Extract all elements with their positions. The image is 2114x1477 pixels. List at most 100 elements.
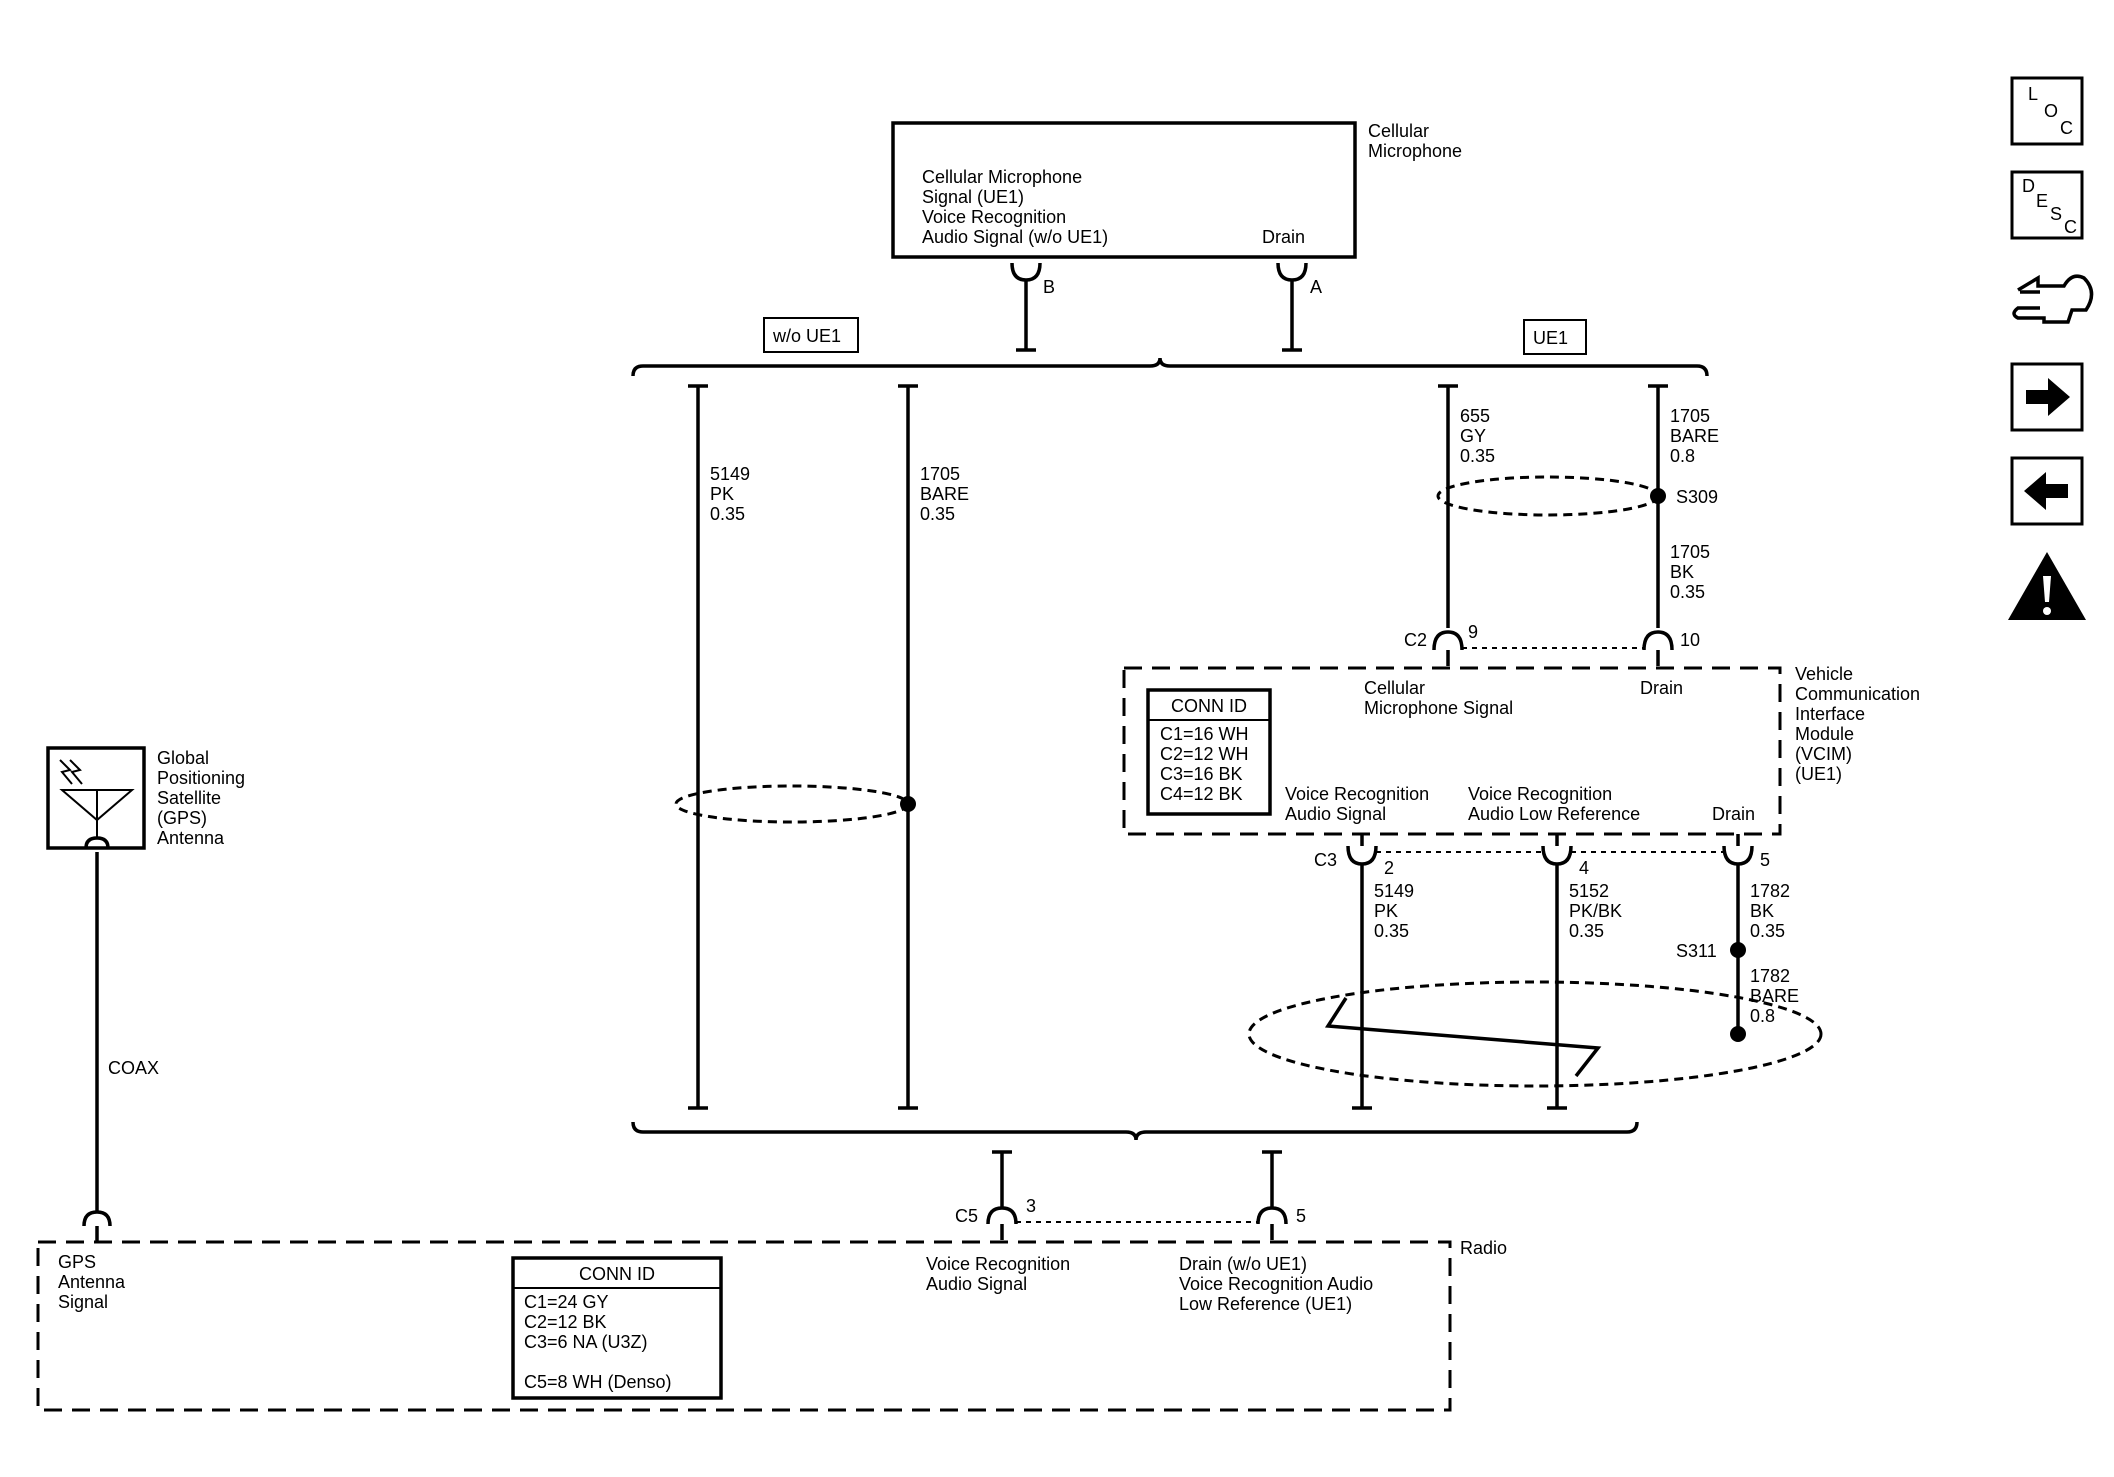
radio-conn-c5: C5=8 WH (Denso) [524, 1372, 672, 1392]
vcim-conn-c2: C2=12 WH [1160, 744, 1249, 764]
ue1-top-harness: 655 GY 0.35 1705 BARE 0.8 S309 1705 BK 0… [1404, 384, 1719, 666]
cell-mic-drain-label: Drain [1262, 227, 1305, 247]
radio-drain-2: Voice Recognition Audio [1179, 1274, 1373, 1294]
c3-pin5-label: 5 [1760, 850, 1770, 870]
radio-conn-c3: C3=6 NA (U3Z) [524, 1332, 648, 1352]
nav-icons: L O C D E S C [2008, 76, 2094, 620]
description-button[interactable]: D E S C [2010, 170, 2084, 240]
radio-component: Radio GPS Antenna Signal CONN ID C1=24 G… [36, 1238, 1507, 1412]
location-button[interactable]: L O C [2010, 76, 2084, 146]
svg-text:C: C [2060, 118, 2073, 138]
vcim-vr-audio-1: Voice Recognition [1285, 784, 1429, 804]
c3-pin2-label: 2 [1384, 858, 1394, 878]
wire-1705-bare-color: BARE [1670, 426, 1719, 446]
shield-drain-splice-left [900, 796, 916, 812]
arrow-right-icon[interactable] [2010, 362, 2084, 432]
wire-1705-top-num: 1705 [920, 464, 960, 484]
radio-gps-sig-1: GPS [58, 1252, 96, 1272]
gps-antenna-terminal [84, 836, 110, 849]
wire-5149-top-num: 5149 [710, 464, 750, 484]
ue1-bottom-harness: C3 2 4 5 5149 PK 0.35 5152 PK/BK 0.35 17… [1247, 834, 1823, 1110]
vcim-drain-bottom: Drain [1712, 804, 1755, 824]
cellular-microphone-name-2: Microphone [1368, 141, 1462, 161]
vcim-conn-c3: C3=16 BK [1160, 764, 1243, 784]
wire-1705-bk-color: BK [1670, 562, 1694, 582]
c3-pin2-terminal [1346, 845, 1378, 866]
shield-ue1-top [1436, 475, 1660, 517]
svg-text:L: L [2028, 84, 2038, 104]
radio-conn-id-box [511, 1256, 723, 1400]
vcim-conn-c1: C1=16 WH [1160, 724, 1249, 744]
splice-s311-label: S311 [1676, 941, 1717, 961]
warning-button[interactable] [2008, 552, 2086, 620]
shield-wo-ue1 [674, 784, 910, 824]
previous-page-button[interactable] [2010, 456, 2084, 526]
pin-a-terminal [1276, 262, 1308, 282]
c5-label: C5 [955, 1206, 978, 1226]
wire-1782-bk-num: 1782 [1750, 881, 1790, 901]
diagnostic-tool-icon[interactable] [2012, 274, 2094, 324]
c2-pin9-label: 9 [1468, 622, 1478, 642]
vcim-name-5: (VCIM) [1795, 744, 1852, 764]
cellular-microphone-box [891, 121, 1357, 259]
radio-gps-sig-2: Antenna [58, 1272, 126, 1292]
vcim-name-4: Module [1795, 724, 1854, 744]
diagnostic-tool-button[interactable] [2012, 274, 2094, 324]
description-icon[interactable] [2010, 170, 2084, 240]
wire-5149-c3-num: 5149 [1374, 881, 1414, 901]
wire-1782-bare-num: 1782 [1750, 966, 1790, 986]
wire-5149-top-size: 0.35 [710, 504, 745, 524]
vcim-name-6: (UE1) [1795, 764, 1842, 784]
wire-655-color: GY [1460, 426, 1486, 446]
gps-name-1: Global [157, 748, 209, 768]
vcim-cell-signal-1: Cellular [1364, 678, 1425, 698]
wire-1782-bare-size: 0.8 [1750, 1006, 1775, 1026]
vcim-conn-id-box [1146, 688, 1272, 816]
option-brace-top [631, 357, 1709, 377]
c5-pin3-terminal [986, 1206, 1018, 1225]
vcim-name-3: Interface [1795, 704, 1865, 724]
svg-text:E: E [2036, 191, 2048, 211]
c2-pin9-terminal [1432, 630, 1464, 651]
c3-label: C3 [1314, 850, 1337, 870]
vcim-vr-low-2: Audio Low Reference [1468, 804, 1640, 824]
gps-name-5: Antenna [157, 828, 225, 848]
signal-rays-icon [59, 759, 73, 785]
radio-drain-1: Drain (w/o UE1) [1179, 1254, 1307, 1274]
splice-s311 [1730, 942, 1746, 958]
cellular-microphone-name-1: Cellular [1368, 121, 1429, 141]
wire-1705-bare-num: 1705 [1670, 406, 1710, 426]
splice-s309 [1650, 488, 1666, 504]
radio-conn-c2: C2=12 BK [524, 1312, 607, 1332]
pin-b-label: B [1043, 277, 1055, 297]
cell-mic-signal-label-1: Cellular Microphone [922, 167, 1082, 187]
radio-conn-c1: C1=24 GY [524, 1292, 609, 1312]
location-icon[interactable] [2010, 76, 2084, 146]
c2-pin10-terminal [1642, 630, 1674, 651]
wire-1782-bk-color: BK [1750, 901, 1774, 921]
c3-pin5-terminal [1722, 845, 1754, 866]
cell-mic-signal-label-2: Signal (UE1) [922, 187, 1024, 207]
option-label-wo-ue1: w/o UE1 [772, 326, 841, 346]
svg-text:D: D [2022, 176, 2035, 196]
wire-5152-color: PK/BK [1569, 901, 1622, 921]
arrow-left-icon[interactable] [2010, 456, 2084, 526]
gps-antenna-component: Global Positioning Satellite (GPS) Anten… [46, 746, 245, 1242]
radio-vr-audio-1: Voice Recognition [926, 1254, 1070, 1274]
radio-gps-terminal [82, 1210, 112, 1227]
gps-antenna-box [46, 746, 146, 850]
c5-pin5-label: 5 [1296, 1206, 1306, 1226]
gps-name-3: Satellite [157, 788, 221, 808]
wire-1782-bare-color: BARE [1750, 986, 1799, 1006]
wire-1705-bk-size: 0.35 [1670, 582, 1705, 602]
splice-s309-label: S309 [1676, 487, 1718, 507]
wo-ue1-harness: 5149 PK 0.35 1705 BARE 0.35 [674, 384, 969, 1110]
radio-vr-audio-2: Audio Signal [926, 1274, 1027, 1294]
vcim-name-1: Vehicle [1795, 664, 1853, 684]
option-label-ue1: UE1 [1533, 328, 1568, 348]
wire-5152-num: 5152 [1569, 881, 1609, 901]
radio-gps-sig-3: Signal [58, 1292, 108, 1312]
vcim-component: Cellular Microphone Signal Drain Vehicle… [1122, 664, 1920, 836]
next-page-button[interactable] [2010, 362, 2084, 432]
wire-1705-bare-size: 0.8 [1670, 446, 1695, 466]
